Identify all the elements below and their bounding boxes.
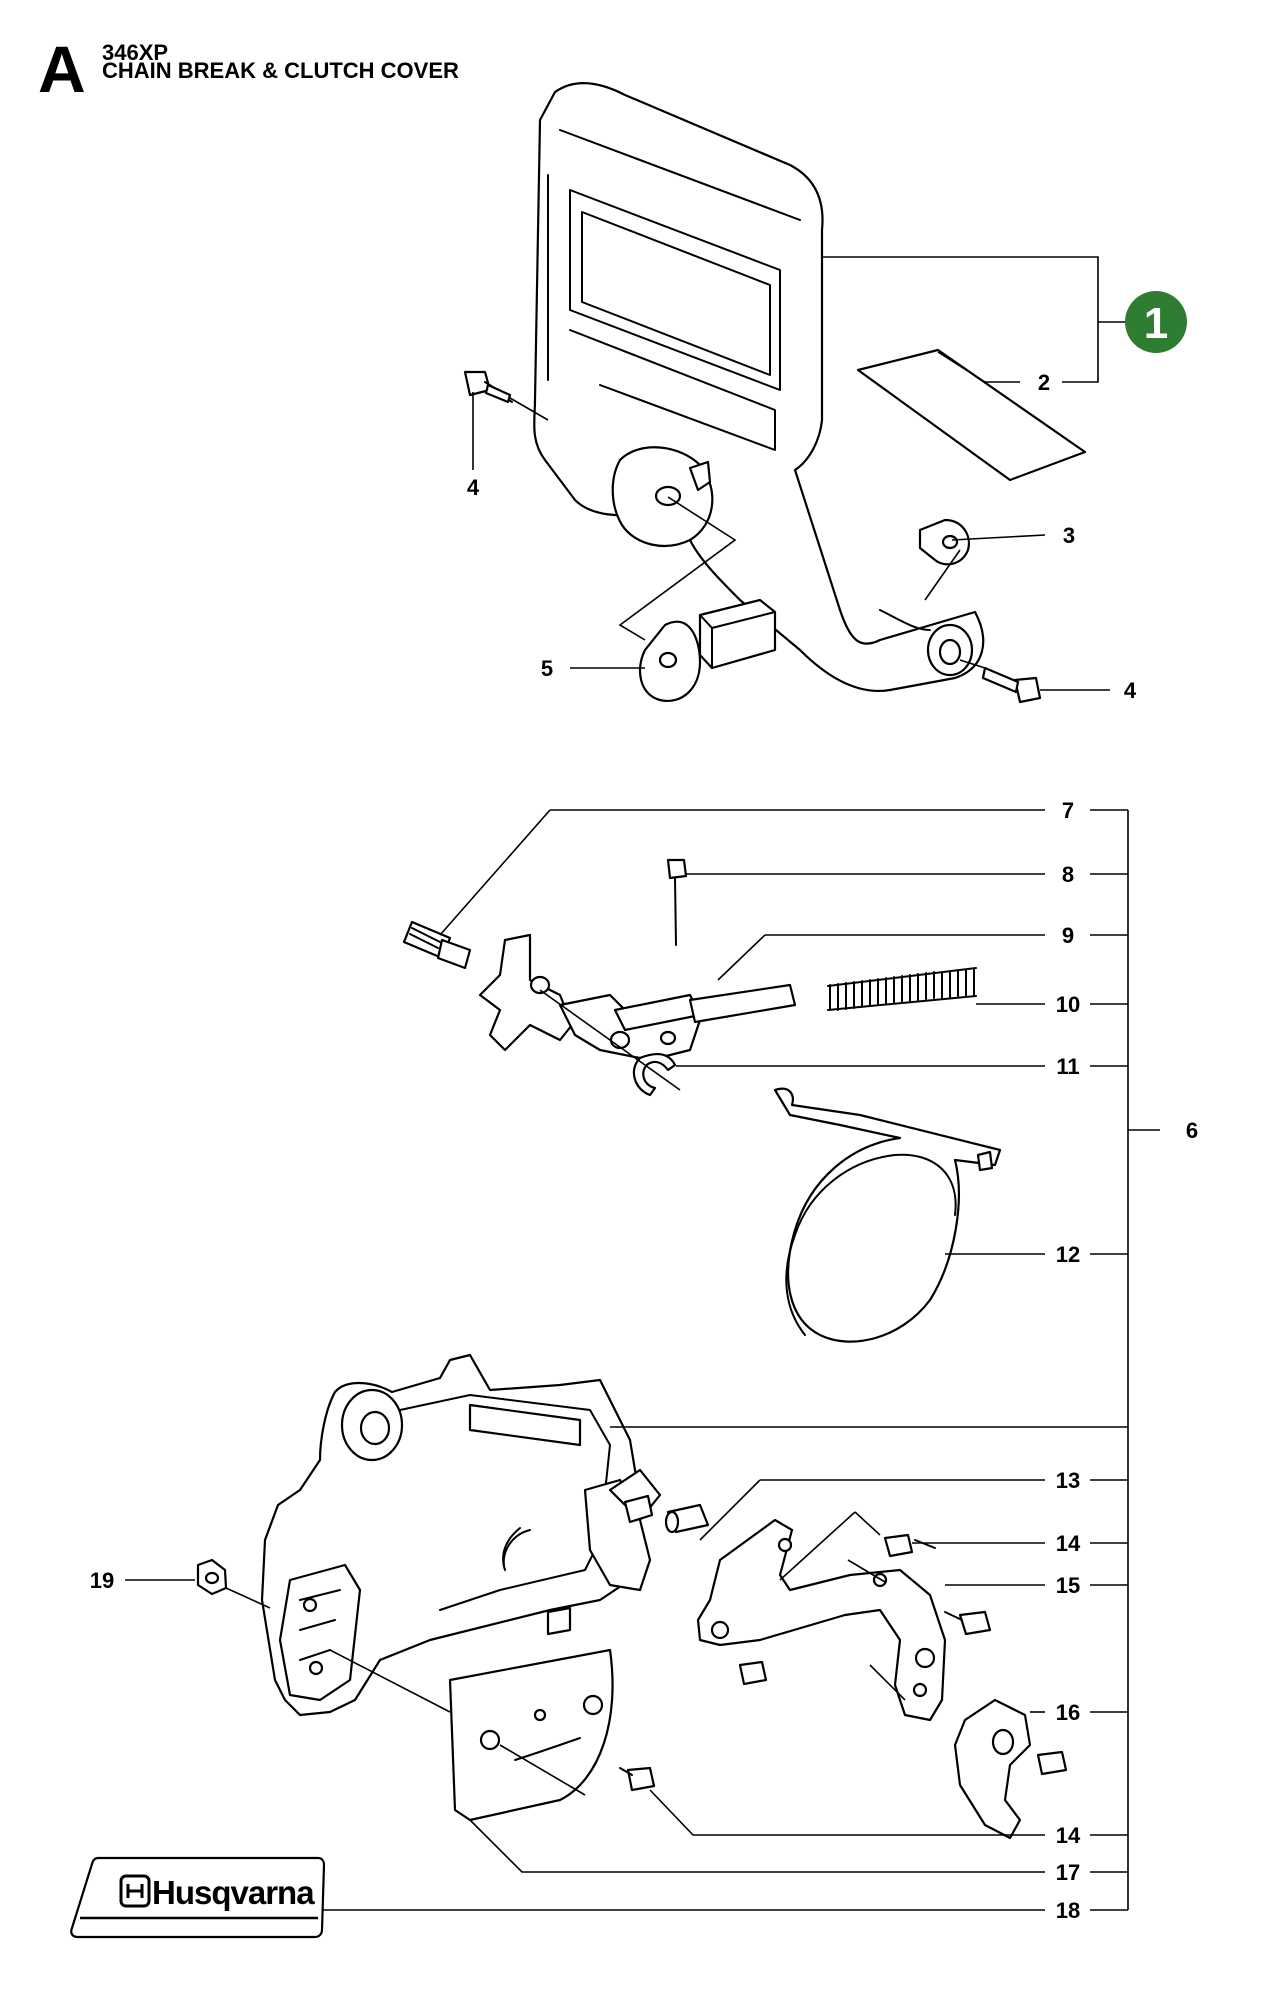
callout-9: 9 <box>1062 923 1074 948</box>
screw-part-16 <box>1036 1750 1068 1776</box>
callout-10: 10 <box>1056 992 1080 1017</box>
callout-7: 7 <box>1062 798 1074 823</box>
pin-part-13 <box>664 1503 710 1534</box>
callout-16: 16 <box>1056 1700 1080 1725</box>
callout-15: 15 <box>1056 1573 1080 1598</box>
guide-plate-part-15 <box>696 1518 947 1722</box>
pivot-block-part-5 <box>638 598 777 703</box>
chain-brake-handle-part <box>533 82 985 692</box>
husqvarna-logo-decal: Husqvarna <box>70 1856 326 1939</box>
assembly-badge-1: 1 <box>1125 291 1187 353</box>
clutch-cover-part-6 <box>260 1353 662 1717</box>
screw-part-14-upper <box>883 1533 936 1558</box>
callout-2: 2 <box>1038 370 1050 395</box>
brand-name: Husqvarna <box>152 1874 315 1911</box>
screw-part-4-left <box>463 370 513 404</box>
callout-18: 18 <box>1056 1898 1080 1923</box>
chain-catcher-part-16 <box>953 1698 1032 1840</box>
callout-12: 12 <box>1056 1242 1080 1267</box>
spring-part-10 <box>827 967 977 1011</box>
screw-part-14-mid <box>944 1610 992 1636</box>
callout-6: 6 <box>1186 1118 1198 1143</box>
screw-part-14-bottom <box>619 1766 656 1792</box>
nut-part-19 <box>196 1558 228 1596</box>
callout-11: 11 <box>1056 1054 1079 1079</box>
callout-17: 17 <box>1056 1860 1080 1885</box>
callout-numbers: 2 3 4 4 5 6 7 8 9 10 11 12 13 14 15 16 1… <box>90 370 1198 1923</box>
callout-14-bottom: 14 <box>1056 1823 1081 1848</box>
leader-lines <box>125 256 1160 1911</box>
callout-3: 3 <box>1063 523 1075 548</box>
cover-plate-part-17 <box>448 1648 614 1822</box>
crown-icon <box>119 1874 151 1908</box>
decal-part <box>856 348 1087 482</box>
section-letter: A <box>38 32 86 106</box>
brake-band-part-12 <box>773 1087 1002 1343</box>
callout-5: 5 <box>541 656 553 681</box>
brake-lever-part-9 <box>478 933 797 1062</box>
retaining-clip-part-11 <box>632 1052 677 1097</box>
callout-14-upper: 14 <box>1056 1531 1081 1556</box>
screw-part-8 <box>666 858 688 946</box>
washer-part-3 <box>918 518 970 566</box>
callout-13: 13 <box>1056 1468 1080 1493</box>
screw-part-4-right <box>981 666 1042 704</box>
screw-part-14-low <box>738 1660 768 1686</box>
callout-4-right: 4 <box>1124 678 1137 703</box>
badge-label: 1 <box>1144 299 1168 348</box>
page-title: CHAIN BREAK & CLUTCH COVER <box>102 58 459 83</box>
callout-4-left: 4 <box>467 475 480 500</box>
badge-circle <box>1125 291 1187 353</box>
model-name: 346XP <box>102 40 168 65</box>
spring-sleeve-part-7 <box>402 920 472 970</box>
callout-8: 8 <box>1062 862 1074 887</box>
callout-19: 19 <box>90 1568 114 1593</box>
